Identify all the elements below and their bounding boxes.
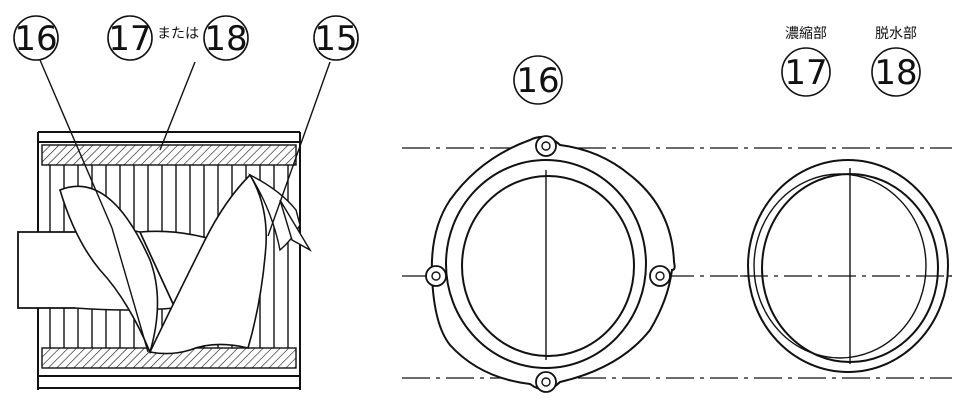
ring-17-18-drawing bbox=[740, 159, 952, 373]
caption-dewatering: 脱水部 bbox=[875, 26, 917, 42]
right-callout-16-label: 16 bbox=[516, 61, 559, 101]
right-callout-17-circle bbox=[781, 47, 831, 97]
right-callout-16-circle bbox=[513, 55, 563, 105]
ring-plate-views: 16 濃縮部 脱水部 17 18 bbox=[402, 26, 952, 393]
callout-18-label: 18 bbox=[204, 19, 247, 59]
screw-press-assembly: 16 17 または 18 15 bbox=[13, 15, 359, 390]
lug-left-hole bbox=[431, 271, 441, 281]
leader-17-18 bbox=[159, 61, 196, 151]
callout-18-circle bbox=[203, 15, 249, 61]
right-callout-18-label: 18 bbox=[874, 53, 917, 93]
right-callout-18-circle bbox=[871, 47, 921, 97]
leader-16 bbox=[39, 59, 113, 229]
top-ring-band bbox=[41, 144, 297, 166]
lug-top-hole bbox=[541, 141, 551, 151]
callout-17-label: 17 bbox=[108, 19, 151, 59]
ring-16-bore bbox=[461, 175, 635, 357]
leader-15 bbox=[267, 61, 331, 237]
screw-flight bbox=[59, 173, 312, 355]
ring-17-18-offset bbox=[753, 173, 927, 359]
callout-15-label: 15 bbox=[314, 19, 357, 59]
leader-16-ext bbox=[111, 227, 149, 353]
callout-17-circle bbox=[107, 15, 153, 61]
lug-bottom-hole bbox=[541, 377, 551, 387]
caption-thickening: 濃縮部 bbox=[785, 26, 827, 42]
callout-or-text: または bbox=[157, 26, 199, 42]
lug-right-hole bbox=[655, 271, 665, 281]
callout-16-label: 16 bbox=[14, 19, 57, 59]
callout-16-circle bbox=[13, 15, 59, 61]
ring-16-drawing bbox=[425, 135, 676, 393]
right-callout-17-label: 17 bbox=[784, 53, 827, 93]
callout-15-circle bbox=[313, 15, 359, 61]
